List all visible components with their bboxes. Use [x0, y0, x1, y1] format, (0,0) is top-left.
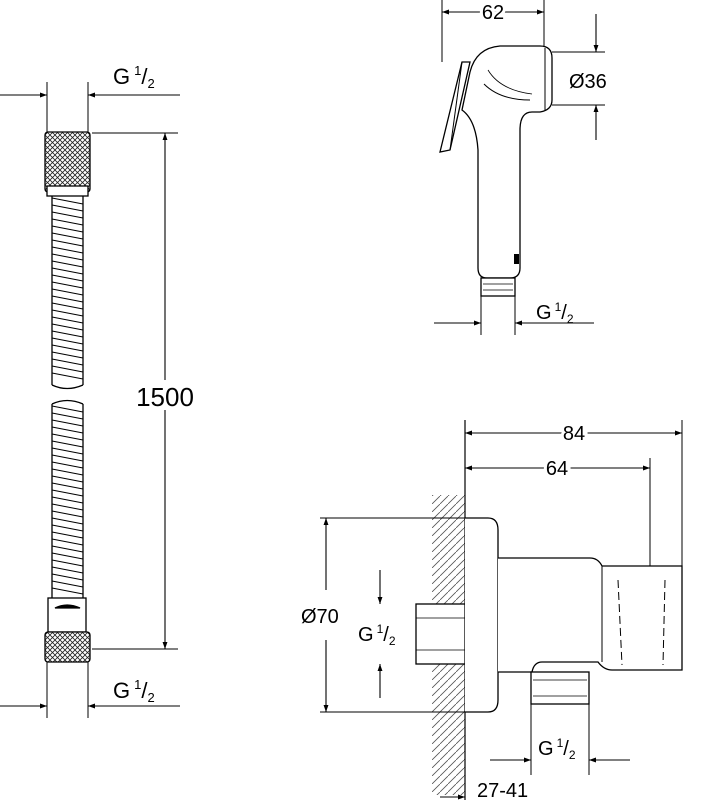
hose-coil-ridge [51, 260, 84, 268]
hose-coil-ridge [51, 552, 84, 560]
handshower-drawing [439, 0, 605, 335]
hose-drawing [44, 82, 178, 718]
hose-dimensions [0, 92, 180, 709]
hose-coil-ridge [51, 246, 84, 254]
hose-coil-ridge [51, 510, 84, 518]
wall-elbow-dimensions [323, 430, 682, 800]
hose-coil-ridge [51, 566, 84, 574]
elbow-rosette [465, 517, 499, 713]
hose-upper-section [51, 196, 84, 390]
hose-coil-ridge [51, 524, 84, 532]
hose-coil-ridge [51, 344, 84, 352]
hose-lower-section [51, 399, 84, 598]
hose-coil-ridge [51, 419, 84, 427]
elbow-inlet-pipe [415, 603, 466, 665]
handshower-thread [480, 277, 516, 297]
hose-coil-ridge [51, 211, 84, 219]
elbow-depth-label: 64 [546, 458, 568, 480]
hose-coil-ridge [51, 475, 84, 483]
handshower-width-label: 62 [482, 2, 504, 24]
hose-coil-ridge [51, 204, 84, 212]
elbow-overall-depth-label: 84 [563, 423, 585, 445]
elbow-body [498, 557, 683, 673]
hose-bottom-ferrule [47, 597, 87, 633]
handshower-dimensions [434, 9, 599, 326]
handshower-diameter-label: Ø36 [569, 71, 607, 93]
hose-coil-ridge [51, 351, 84, 359]
hose-coil-ridge [51, 489, 84, 497]
hose-coil-ridge [51, 232, 84, 240]
hose-coil-ridge [51, 482, 84, 490]
hose-coil-ridge [51, 580, 84, 588]
hose-coil-ridge [51, 496, 84, 504]
hose-coil-ridge [51, 503, 84, 511]
hose-coil-ridge [51, 559, 84, 567]
hose-coil-ridge [51, 330, 84, 338]
hose-coil-ridge [51, 426, 84, 434]
hose-coil-ridge [51, 440, 84, 448]
hose-coil-ridge [51, 365, 84, 373]
hose-coil-ridge [51, 323, 84, 331]
hose-top-nut [44, 131, 91, 193]
hose-coil-ridge [51, 302, 84, 310]
hose-coil-ridge [51, 218, 84, 226]
hose-coil-ridge [51, 239, 84, 247]
hose-coil-ridge [51, 288, 84, 296]
hose-coil-ridge [51, 274, 84, 282]
hose-coil-ridge [51, 447, 84, 455]
hose-coil-ridge [51, 573, 84, 581]
hose-coil-ridge [51, 337, 84, 345]
hose-coil-ridge [51, 587, 84, 595]
hose-coil-ridge [51, 531, 84, 539]
hose-coil-ridge [51, 545, 84, 553]
hose-coil-ridge [51, 461, 84, 469]
hose-coil-ridge [51, 267, 84, 275]
hose-coil-ridge [51, 538, 84, 546]
hose-coil-ridge [51, 405, 84, 413]
hose-coil-ridge [51, 372, 84, 380]
handshower-body [461, 45, 553, 279]
wall-elbow-drawing [320, 420, 683, 800]
hose-coil-ridge [51, 412, 84, 420]
elbow-outlet-thread [530, 671, 590, 705]
hose-coil-ridge [51, 358, 84, 366]
hose-coil-ridge [51, 309, 84, 317]
elbow-adjust-range-label: 27-41 [477, 780, 528, 800]
elbow-diameter-label: Ø70 [301, 606, 339, 628]
hose-coil-ridge [51, 197, 84, 205]
hose-coil-ridge [51, 454, 84, 462]
hose-coil-ridge [51, 517, 84, 525]
hose-coil-ridge [51, 295, 84, 303]
hose-coil-ridge [51, 468, 84, 476]
hose-coil-ridge [51, 253, 84, 261]
hose-coil-ridge [51, 316, 84, 324]
hose-bottom-nut [44, 631, 91, 663]
hose-length-label: 1500 [136, 382, 194, 412]
hose-coil-ridge [51, 281, 84, 289]
hose-coil-ridge [51, 225, 84, 233]
hose-coil-ridge [51, 433, 84, 441]
